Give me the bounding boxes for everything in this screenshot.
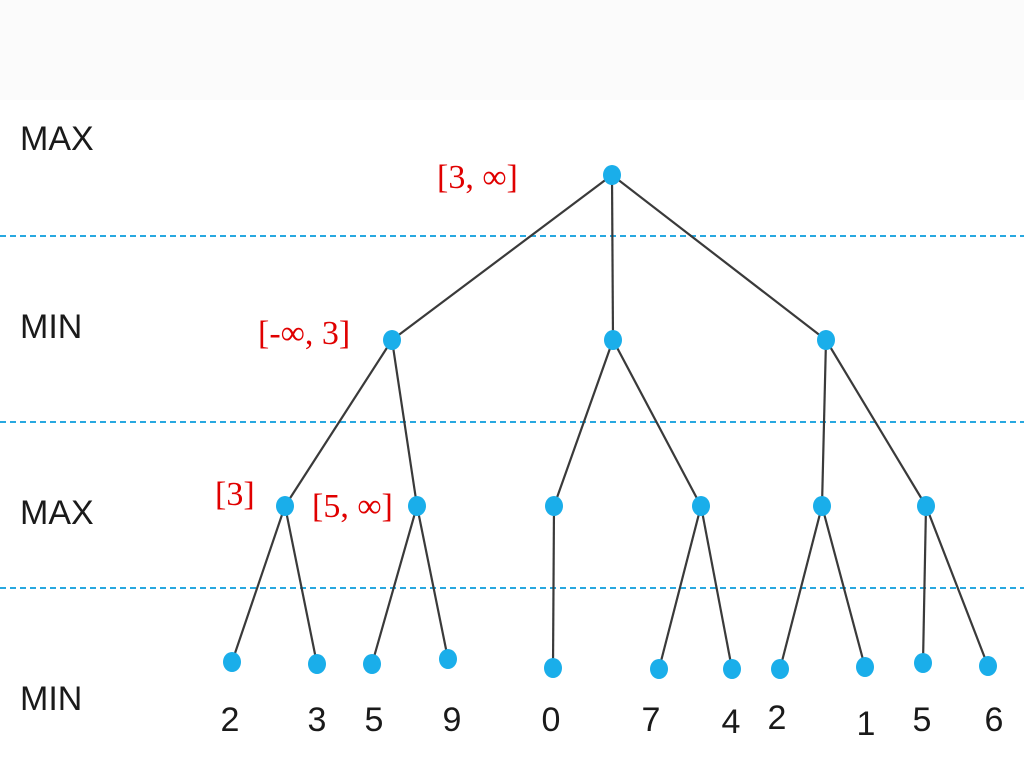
leaf-values: 2 3 5 9 0 7 4 2 1 5 6 bbox=[221, 699, 1004, 743]
leaf-value-1: 2 bbox=[221, 701, 240, 739]
edge-root-min1 bbox=[391, 174, 613, 341]
node-leaf-9 bbox=[856, 657, 874, 677]
node-max-1 bbox=[276, 496, 294, 516]
edge-max5-leaf8 bbox=[778, 505, 824, 670]
leaf-value-4: 9 bbox=[443, 701, 462, 739]
leaf-value-5: 0 bbox=[542, 701, 561, 739]
leaf-value-8: 2 bbox=[768, 699, 787, 737]
node-leaf-10 bbox=[914, 653, 932, 673]
edge-max6-leaf11 bbox=[924, 505, 990, 667]
edge-min1-max1 bbox=[284, 339, 393, 507]
tree-edges bbox=[230, 174, 990, 670]
node-max-6 bbox=[917, 496, 935, 516]
node-min-2 bbox=[604, 330, 622, 350]
edge-min3-max5 bbox=[820, 339, 828, 507]
node-leaf-7 bbox=[723, 659, 741, 679]
node-min-3 bbox=[817, 330, 835, 350]
edge-root-min3 bbox=[611, 174, 827, 341]
edge-max3-leaf5 bbox=[551, 505, 556, 669]
node-leaf-4 bbox=[439, 649, 457, 669]
leaf-value-11: 6 bbox=[985, 701, 1004, 739]
leaf-value-3: 5 bbox=[365, 701, 384, 739]
top-band bbox=[0, 0, 1024, 100]
edge-max4-leaf7 bbox=[699, 505, 734, 670]
node-leaf-1 bbox=[223, 652, 241, 672]
node-leaf-2 bbox=[308, 654, 326, 674]
node-max-5 bbox=[813, 496, 831, 516]
bound-max-left-right: [5, ∞] bbox=[312, 488, 393, 525]
leaf-value-2: 3 bbox=[308, 701, 327, 739]
edge-min2-max3 bbox=[552, 339, 615, 507]
leaf-value-9: 1 bbox=[857, 705, 876, 743]
edge-min3-max6 bbox=[825, 339, 927, 507]
bound-root: [3, ∞] bbox=[437, 159, 518, 196]
edge-max6-leaf10 bbox=[921, 505, 928, 664]
level-label-max-1: MAX bbox=[20, 120, 94, 158]
edge-max1-leaf2 bbox=[283, 505, 319, 665]
node-leaf-8 bbox=[771, 659, 789, 679]
bound-max-left-left: [3] bbox=[215, 476, 255, 513]
edge-max1-leaf1 bbox=[230, 505, 287, 663]
tree-nodes bbox=[223, 165, 997, 679]
level-label-max-2: MAX bbox=[20, 494, 94, 532]
level-label-min-1: MIN bbox=[20, 308, 82, 346]
leaf-value-7: 4 bbox=[722, 703, 741, 741]
node-leaf-6 bbox=[650, 659, 668, 679]
node-leaf-5 bbox=[544, 658, 562, 678]
edge-max5-leaf9 bbox=[820, 505, 867, 668]
edge-min1-max2 bbox=[390, 339, 419, 507]
node-max-4 bbox=[692, 496, 710, 516]
level-label-min-2: MIN bbox=[20, 680, 82, 718]
leaf-value-10: 5 bbox=[913, 701, 932, 739]
edge-max2-leaf4 bbox=[415, 505, 450, 660]
edge-max2-leaf3 bbox=[370, 505, 419, 665]
node-leaf-3 bbox=[363, 654, 381, 674]
edge-min2-max4 bbox=[612, 339, 702, 507]
node-min-1 bbox=[383, 330, 401, 350]
bound-min-left: [-∞, 3] bbox=[258, 315, 350, 352]
node-leaf-11 bbox=[979, 656, 997, 676]
edge-max4-leaf6 bbox=[657, 505, 703, 670]
node-max-3 bbox=[545, 496, 563, 516]
node-max-2 bbox=[408, 496, 426, 516]
edge-root-min2 bbox=[610, 174, 615, 341]
node-root bbox=[603, 165, 621, 185]
leaf-value-6: 7 bbox=[642, 701, 661, 739]
